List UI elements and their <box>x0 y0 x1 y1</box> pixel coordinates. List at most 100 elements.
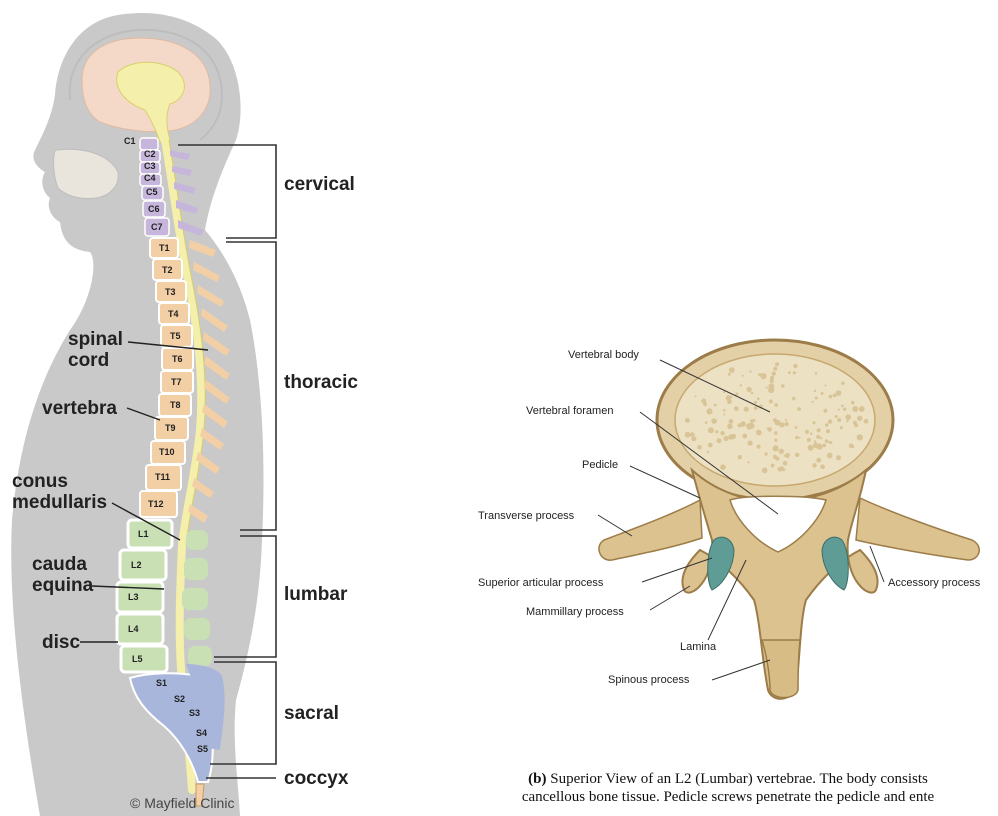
cancellous-speckle <box>851 401 855 405</box>
label-medullaris: medullaris <box>12 492 107 513</box>
vertebra-label-t5: T5 <box>170 331 181 341</box>
vertebra-label-c2: C2 <box>144 149 156 159</box>
cancellous-speckle <box>846 420 848 422</box>
cancellous-speckle <box>785 419 787 421</box>
cancellous-speckle <box>706 408 712 414</box>
cancellous-speckle <box>730 396 732 398</box>
cancellous-speckle <box>797 407 801 411</box>
cancellous-speckle <box>734 406 739 411</box>
cancellous-speckle <box>708 443 713 448</box>
cancellous-speckle <box>697 445 702 450</box>
cancellous-speckle <box>727 399 732 404</box>
cancellous-speckle <box>744 407 749 412</box>
cancellous-speckle <box>738 423 742 427</box>
cancellous-speckle <box>757 397 760 400</box>
vertebra-label-t1: T1 <box>159 243 170 253</box>
cancellous-speckle <box>814 440 816 442</box>
vertebra-label-s5: S5 <box>197 744 208 754</box>
cancellous-speckle <box>808 445 814 451</box>
cancellous-speckle <box>828 419 833 424</box>
cancellous-speckle <box>779 422 784 427</box>
cancellous-speckle <box>769 400 773 404</box>
caption-lead: (b) <box>528 771 546 787</box>
cancellous-speckle <box>854 424 858 428</box>
cancellous-speckle <box>820 464 825 469</box>
cancellous-speckle <box>685 432 691 438</box>
vertebra-l3 <box>117 582 163 612</box>
cancellous-speckle <box>836 455 841 460</box>
cancellous-speckle <box>691 436 696 441</box>
cancellous-speckle <box>815 397 818 400</box>
cancellous-speckle <box>836 390 842 396</box>
cancellous-speckle <box>729 419 734 424</box>
region-label-lumbar: lumbar <box>284 584 348 605</box>
caption-line-1: Superior View of an L2 (Lumbar) vertebra… <box>546 771 927 787</box>
cancellous-speckle <box>760 373 766 379</box>
cancellous-speckle <box>773 455 777 459</box>
cancellous-speckle <box>813 443 819 449</box>
cancellous-speckle <box>793 371 796 374</box>
vertebra-label-l5: L5 <box>132 654 143 664</box>
cancellous-speckle <box>723 413 725 415</box>
cancellous-speckle <box>764 452 767 455</box>
label-vertebral-foramen: Vertebral foramen <box>526 405 613 417</box>
cancellous-speckle <box>754 401 757 404</box>
vertebra-label-c3: C3 <box>144 161 156 171</box>
vertebra-label-l2: L2 <box>131 560 142 570</box>
cancellous-speckle <box>805 430 809 434</box>
cancellous-speckle <box>742 375 744 377</box>
cancellous-speckle <box>823 409 827 413</box>
cancellous-speckle <box>793 364 797 368</box>
figure-b-caption: (b) Superior View of an L2 (Lumbar) vert… <box>428 770 998 806</box>
cancellous-speckle <box>727 424 732 429</box>
cancellous-speckle <box>748 441 753 446</box>
vertebra-l2 <box>120 550 166 580</box>
cancellous-speckle <box>691 432 693 434</box>
cancellous-speckle <box>757 445 761 449</box>
cancellous-speckle <box>729 367 735 373</box>
cancellous-speckle <box>784 455 786 457</box>
vertebra-label-c7: C7 <box>151 222 163 232</box>
cancellous-speckle <box>825 385 827 387</box>
cancellous-speckle <box>837 418 841 422</box>
vertebra-label-t9: T9 <box>165 423 176 433</box>
label-cord: cord <box>68 350 109 371</box>
cancellous-speckle <box>707 451 709 453</box>
cancellous-speckle <box>851 445 854 448</box>
cancellous-speckle <box>774 403 778 407</box>
cancellous-speckle <box>742 434 747 439</box>
cancellous-speckle <box>720 431 724 435</box>
vertebra-label-c6: C6 <box>148 204 160 214</box>
vertebra-label-t7: T7 <box>171 377 182 387</box>
cancellous-speckle <box>778 467 783 472</box>
figure-a-spine-diagram: C1C2C3C4C5C6C7T1T2T3T4T5T6T7T8T9T10T11T1… <box>11 13 358 816</box>
cancellous-speckle <box>774 431 778 435</box>
credit-mayfield: © Mayfield Clinic <box>130 795 234 811</box>
label-cauda: cauda <box>32 554 87 575</box>
cancellous-speckle <box>740 384 742 386</box>
cancellous-speckle <box>841 405 844 408</box>
cancellous-speckle <box>807 438 811 442</box>
region-label-coccyx: coccyx <box>284 768 349 789</box>
label-superior-articular-process: Superior articular process <box>478 577 604 589</box>
cancellous-speckle <box>852 406 858 412</box>
cancellous-speckle <box>768 383 774 389</box>
cancellous-speckle <box>843 408 846 411</box>
cancellous-speckle <box>814 390 816 392</box>
vertebra-label-t12: T12 <box>148 499 164 509</box>
cancellous-speckle <box>685 418 690 423</box>
cancellous-speckle <box>795 426 798 429</box>
label-vertebra: vertebra <box>42 398 117 419</box>
cancellous-speckle <box>723 391 725 393</box>
cancellous-speckle <box>864 419 869 424</box>
cancellous-speckle <box>782 468 785 471</box>
cancellous-speckle <box>738 455 742 459</box>
cancellous-speckle <box>835 415 838 418</box>
cancellous-speckle <box>695 395 697 397</box>
caption-line-2: cancellous bone tissue. Pedicle screws p… <box>522 789 934 805</box>
label-spinal: spinal <box>68 329 123 350</box>
vertebra-label-c5: C5 <box>146 187 158 197</box>
cancellous-speckle <box>785 453 790 458</box>
label-conus: conus <box>12 471 68 492</box>
